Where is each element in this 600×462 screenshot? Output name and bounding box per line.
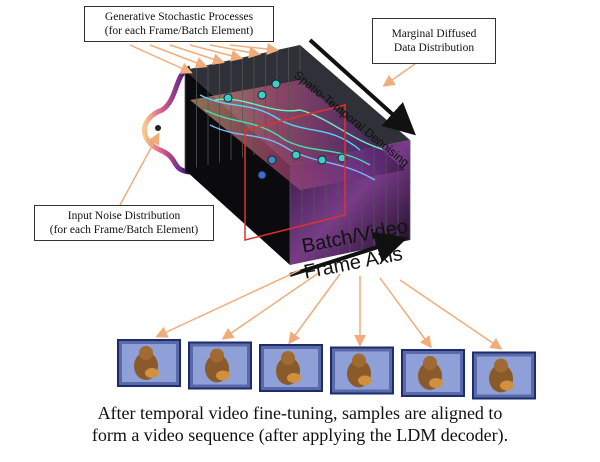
output-frame bbox=[188, 341, 252, 390]
frame-slices bbox=[184, 45, 411, 265]
marginal-label-line1: Marginal Diffused bbox=[391, 28, 477, 40]
caption-line2: form a video sequence (after applying th… bbox=[91, 425, 509, 445]
noise-label-line2: (for each Frame/Batch Element) bbox=[49, 224, 199, 236]
noise-arrow bbox=[119, 132, 160, 206]
output-frame bbox=[401, 349, 465, 397]
cube-front-face bbox=[185, 70, 290, 265]
input-noise-label: Input Noise Distribution (for each Frame… bbox=[34, 205, 214, 241]
generative-arrows bbox=[129, 43, 279, 74]
generative-label-line1: Generative Stochastic Processes bbox=[104, 11, 254, 23]
highlight-frame-box bbox=[244, 104, 346, 241]
generative-label-line2: (for each Frame/Batch Element) bbox=[104, 25, 254, 37]
output-arrows bbox=[155, 269, 503, 350]
output-frame bbox=[259, 344, 323, 392]
output-frame bbox=[472, 351, 536, 400]
noise-label-line1: Input Noise Distribution bbox=[67, 210, 181, 222]
generative-processes-label: Generative Stochastic Processes (for eac… bbox=[84, 6, 274, 42]
marginal-label-line2: Data Distribution bbox=[393, 42, 475, 54]
output-frame bbox=[330, 346, 394, 395]
noise-distribution-curve bbox=[142, 65, 192, 175]
marginal-distribution-label: Marginal Diffused Data Distribution bbox=[372, 18, 496, 64]
denoising-axis-arrow bbox=[308, 38, 416, 136]
marginal-arrow bbox=[382, 63, 416, 87]
output-frames bbox=[117, 339, 536, 400]
figure-caption: After temporal video fine-tuning, sample… bbox=[0, 402, 600, 446]
noise-sample-dot bbox=[155, 125, 161, 131]
output-frame bbox=[117, 339, 181, 387]
diffusion-glow-band bbox=[190, 80, 405, 190]
batch-axis-arrow bbox=[289, 232, 408, 277]
caption-line1: After temporal video fine-tuning, sample… bbox=[97, 403, 503, 423]
trajectory-points bbox=[223, 79, 347, 180]
